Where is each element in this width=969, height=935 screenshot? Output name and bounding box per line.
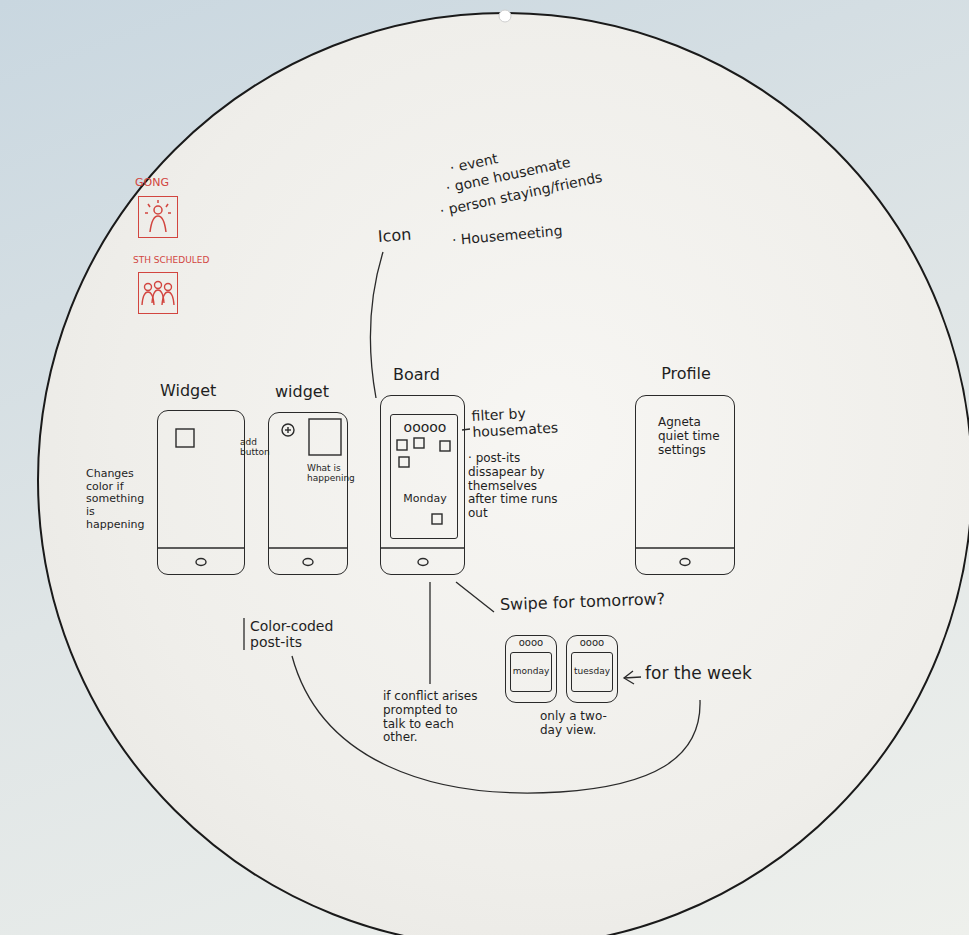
annotation: Color-coded post-its <box>250 618 340 650</box>
screen-title: Board <box>393 366 473 384</box>
gong-icon <box>145 200 171 232</box>
icon-caption: GONG <box>135 177 215 190</box>
annotation: filter by housemates <box>471 404 559 441</box>
phone-sketch: widgetWhat is happening <box>268 412 348 575</box>
icon-box: GONG <box>138 196 178 238</box>
filter-dots: oooo <box>567 637 617 649</box>
magnet <box>499 10 511 22</box>
mini-screen: tuesday <box>571 652 613 692</box>
note-heading: Icon <box>377 225 428 247</box>
annotation: only a two-day view. <box>540 710 624 738</box>
annotation: · post-its dissapear by themselves after… <box>468 452 568 521</box>
group-icon <box>142 282 174 306</box>
filter-dots: ooooo <box>391 419 459 435</box>
screen-title: Profile <box>636 365 736 383</box>
annotation: add button <box>240 437 274 458</box>
icon-caption: STH SCHEDULED <box>133 255 253 265</box>
annotation: if conflict arises prompted to talk to e… <box>383 690 479 745</box>
screen-title: widget <box>275 383 355 401</box>
board-screen: oooooMonday <box>390 414 458 539</box>
filter-dots: oooo <box>506 637 556 649</box>
phone-sketch: BoardoooooMonday <box>380 395 465 575</box>
phone-sketch: ProfileAgneta quiet time settings <box>635 395 735 575</box>
screen-note: What is happening <box>307 463 357 484</box>
leader-lines <box>244 252 700 793</box>
mini-phone: oooo tuesday <box>566 635 618 703</box>
annotation: Changes color if something is happening <box>86 468 152 531</box>
profile-text: Agneta quiet time settings <box>658 416 724 457</box>
annotation: for the week <box>645 664 785 684</box>
day-label: tuesday <box>572 666 612 676</box>
mini-screen: monday <box>510 652 552 692</box>
screen-title: Widget <box>160 382 250 400</box>
mini-phone: oooo monday <box>505 635 557 703</box>
day-label: monday <box>511 666 551 676</box>
phone-sketch: Widget <box>157 410 245 575</box>
day-label: Monday <box>391 493 459 506</box>
icon-box: STH SCHEDULED <box>138 272 178 314</box>
